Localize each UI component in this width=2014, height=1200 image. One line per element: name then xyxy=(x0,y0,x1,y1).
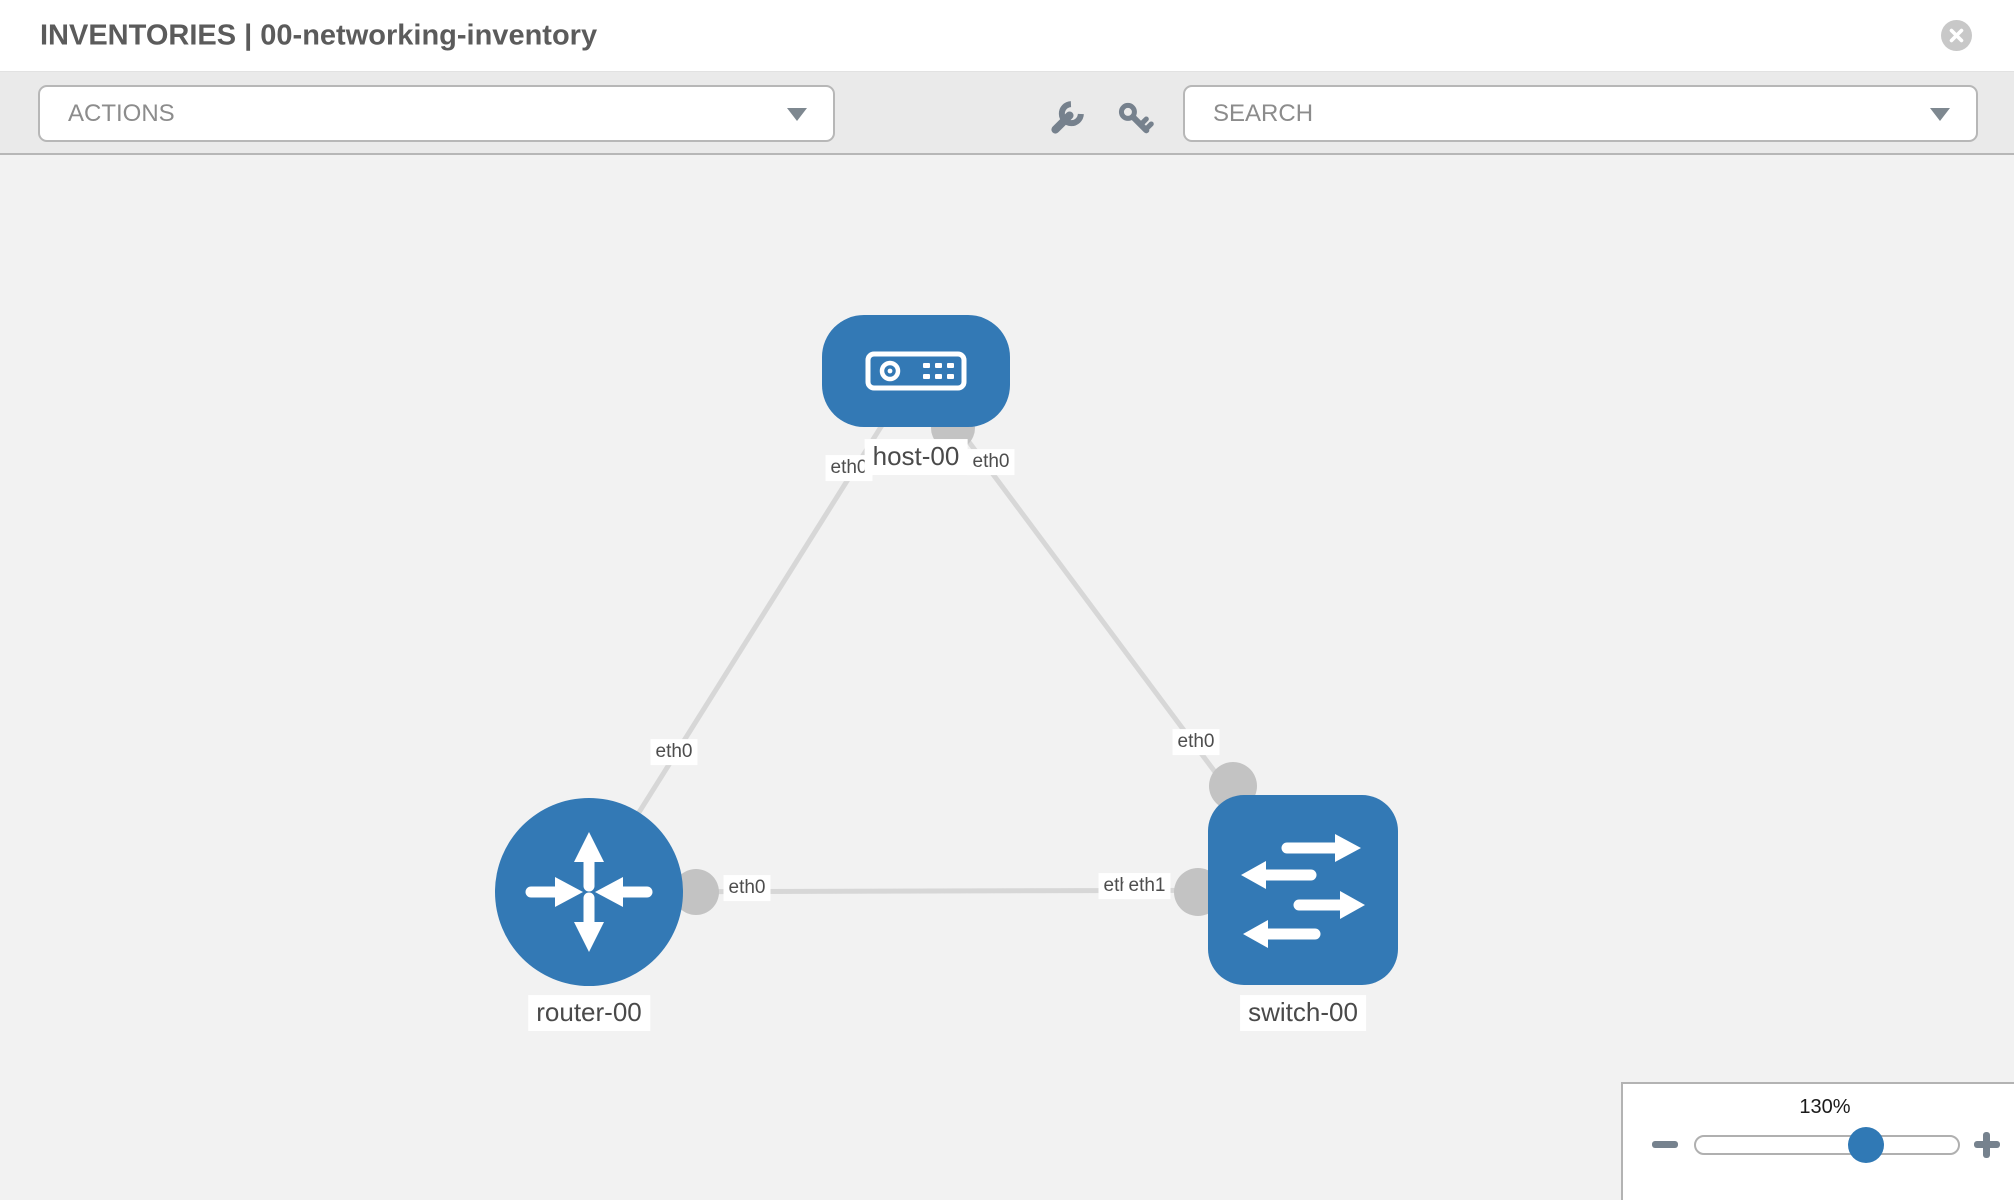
search-placeholder: SEARCH xyxy=(1213,99,1314,127)
page-header: INVENTORIES | 00-networking-inventory xyxy=(0,0,2014,72)
interface-label: eth0 xyxy=(650,739,698,765)
wrench-icon xyxy=(1051,101,1084,134)
configure-button[interactable] xyxy=(1046,99,1086,139)
search-dropdown[interactable]: SEARCH xyxy=(1183,85,1978,142)
page-title: INVENTORIES | 00-networking-inventory xyxy=(40,19,597,52)
node-label[interactable]: switch-00 xyxy=(1240,995,1366,1031)
actions-dropdown[interactable]: ACTIONS xyxy=(38,85,835,142)
zoom-slider-track[interactable] xyxy=(1694,1135,1960,1155)
breadcrumb[interactable]: INVENTORIES xyxy=(40,19,237,51)
zoom-in-button[interactable] xyxy=(1968,1126,2006,1164)
close-button[interactable] xyxy=(1941,20,1972,51)
actions-dropdown-label: ACTIONS xyxy=(68,99,175,127)
zoom-panel: 130% xyxy=(1621,1082,2014,1200)
toolbar: ACTIONS SEARCH xyxy=(0,72,2014,155)
zoom-slider-knob[interactable] xyxy=(1848,1127,1884,1163)
zoom-out-button[interactable] xyxy=(1652,1141,1678,1148)
node-label[interactable]: router-00 xyxy=(528,995,650,1031)
inventory-name: 00-networking-inventory xyxy=(260,19,598,51)
plus-icon xyxy=(1983,1132,1990,1158)
credentials-button[interactable] xyxy=(1115,99,1155,139)
interface-label: eth0 xyxy=(723,875,771,901)
interface-label: eth0 xyxy=(1172,729,1220,755)
chevron-down-icon xyxy=(787,107,807,121)
zoom-level-value: 130% xyxy=(1799,1096,1851,1118)
chevron-down-icon xyxy=(1930,107,1950,121)
key-icon xyxy=(1118,102,1154,134)
interface-label: eth1 xyxy=(1123,873,1171,899)
breadcrumb-separator: | xyxy=(236,19,261,51)
interface-label: eth0 xyxy=(967,449,1015,475)
node-label[interactable]: host-00 xyxy=(864,439,968,475)
interface-dot[interactable] xyxy=(673,869,719,915)
close-icon xyxy=(1949,28,1964,43)
